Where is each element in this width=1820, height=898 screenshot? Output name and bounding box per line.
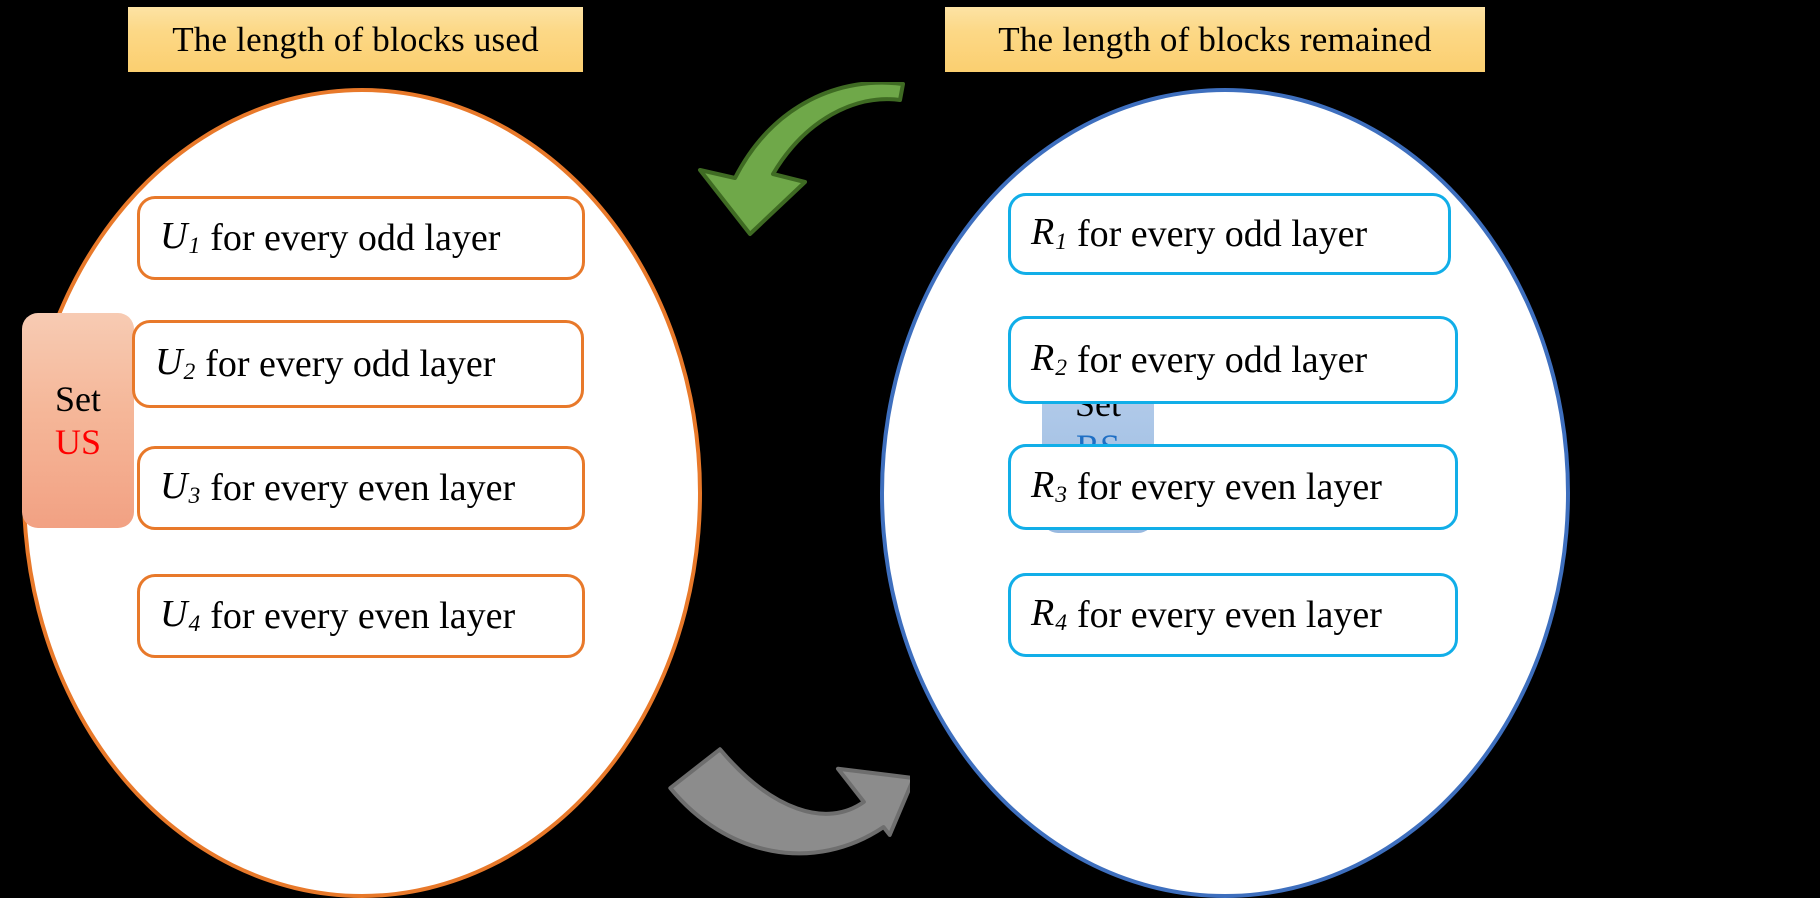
- variable-symbol: R2: [1031, 339, 1067, 381]
- list-item: U2 for every odd layer: [132, 320, 584, 408]
- variable-subscript: 3: [188, 483, 201, 510]
- list-item: R4 for every even layer: [1008, 573, 1458, 657]
- list-item: R1 for every odd layer: [1008, 193, 1451, 275]
- list-item: R2 for every odd layer: [1008, 316, 1458, 404]
- variable-letter: U: [160, 215, 188, 258]
- variable-letter: R: [1031, 592, 1055, 635]
- variable-letter: R: [1031, 211, 1055, 254]
- list-item: U4 for every even layer: [137, 574, 585, 658]
- list-item: R3 for every even layer: [1008, 444, 1458, 530]
- variable-subscript: 2: [183, 359, 196, 386]
- item-text: for every even layer: [1077, 594, 1382, 636]
- item-text: for every odd layer: [1077, 339, 1368, 381]
- variable-letter: U: [155, 341, 183, 384]
- left-header-label: The length of blocks used: [172, 20, 539, 59]
- item-text: for every odd layer: [210, 217, 501, 259]
- variable-symbol: U4: [160, 595, 200, 637]
- set-us-code: US: [54, 421, 102, 462]
- variable-symbol: U2: [155, 343, 195, 385]
- list-item: U3 for every even layer: [137, 446, 585, 530]
- set-us-word: Set: [54, 379, 101, 420]
- curved-arrow-left-icon: [698, 82, 905, 236]
- variable-subscript: 2: [1055, 355, 1067, 382]
- variable-subscript: 4: [188, 611, 201, 638]
- right-header-label: The length of blocks remained: [998, 20, 1432, 59]
- variable-symbol: R3: [1031, 466, 1067, 508]
- set-us-tab: Set US: [22, 313, 134, 528]
- variable-subscript: 1: [1055, 229, 1067, 256]
- item-text: for every even layer: [210, 467, 516, 509]
- variable-symbol: R4: [1031, 594, 1067, 636]
- curved-arrow-right-icon: [668, 747, 910, 856]
- item-text: for every odd layer: [205, 343, 496, 385]
- variable-letter: U: [160, 593, 188, 636]
- item-text: for every even layer: [1077, 466, 1382, 508]
- variable-letter: U: [160, 465, 188, 508]
- left-header-banner: The length of blocks used: [128, 7, 583, 72]
- variable-subscript: 1: [188, 233, 201, 260]
- variable-symbol: U1: [160, 217, 200, 259]
- list-item: U1 for every odd layer: [137, 196, 585, 280]
- item-text: for every odd layer: [1077, 213, 1368, 255]
- variable-symbol: R1: [1031, 213, 1067, 255]
- right-header-banner: The length of blocks remained: [945, 7, 1485, 72]
- variable-subscript: 4: [1055, 610, 1067, 637]
- item-text: for every even layer: [210, 595, 516, 637]
- variable-subscript: 3: [1055, 482, 1067, 509]
- variable-symbol: U3: [160, 467, 200, 509]
- variable-letter: R: [1031, 464, 1055, 507]
- variable-letter: R: [1031, 337, 1055, 380]
